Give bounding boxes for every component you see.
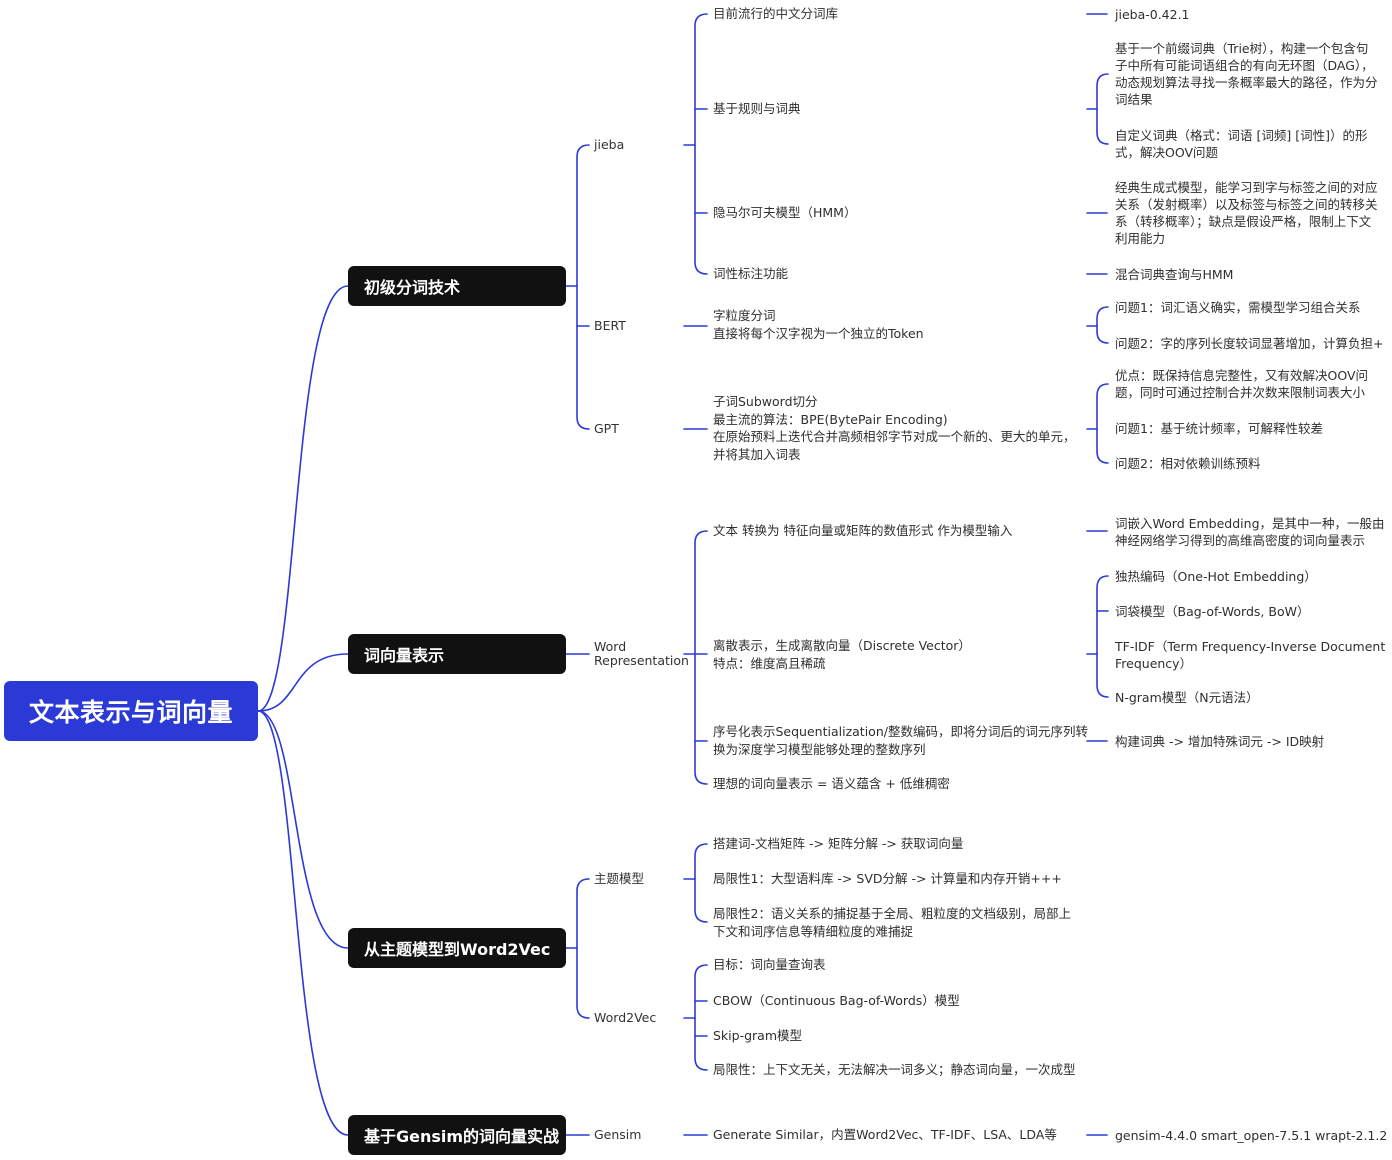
item-w2v-cbow[interactable]: CBOW（Continuous Bag-of-Words）模型 — [713, 993, 960, 1008]
note-gpt-issue1[interactable]: 问题1：基于统计频率，可解释性较差 — [1115, 421, 1323, 436]
link-discrete-bracket — [1096, 575, 1109, 698]
note-word-embedding[interactable]: 词嵌入Word Embedding，是其中一种，一般由 神经网络学习得到的高维高… — [1115, 515, 1385, 549]
item-line: 直接将每个汉字视为一个独立的Token — [713, 325, 924, 341]
item-text-to-vector[interactable]: 文本 转换为 特征向量或矩阵的数值形式 作为模型输入 — [713, 523, 1013, 538]
topic-node-gensim[interactable]: 基于Gensim的词向量实战 — [348, 1115, 566, 1155]
topic-node-word-vectors[interactable]: 词向量表示 — [348, 634, 566, 674]
topic-node-tokenization[interactable]: 初级分词技术 — [348, 266, 566, 306]
item-topic-limit2[interactable]: 局限性2：语义关系的捕捉基于全局、粗粒度的文档级别，局部上 下文和词序信息等精细… — [713, 905, 1071, 940]
item-line: 局限性2：语义关系的捕捉基于全局、粗粒度的文档级别，局部上 — [713, 906, 1071, 921]
link-topicmodel-bracket — [694, 843, 708, 923]
link-wr-bracket — [694, 530, 708, 785]
note-line: 系（转移概率）；缺点是假设严格，限制上下文 — [1115, 214, 1372, 229]
subtopic-topic-model[interactable]: 主题模型 — [594, 871, 645, 886]
link-root-tokenization — [257, 285, 349, 712]
item-line: 下文和词序信息等精细粒度的难捕捉 — [713, 923, 914, 939]
item-jieba-pos[interactable]: 词性标注功能 — [713, 266, 789, 281]
item-jieba-mainstream[interactable]: 目前流行的中文分词库 — [713, 6, 839, 21]
note-line: 式，解决OOV问题 — [1115, 145, 1219, 160]
subtopic-word2vec[interactable]: Word2Vec — [594, 1010, 657, 1025]
note-jieba-hmm[interactable]: 经典生成式模型，能学习到字与标签之间的对应 关系（发射概率）以及标签与标签之间的… — [1115, 179, 1378, 247]
link-w2v-bracket — [694, 964, 708, 1071]
root-node[interactable]: 文本表示与词向量 — [4, 681, 258, 741]
item-line: 特点：维度高且稀疏 — [713, 655, 826, 671]
link-topic-bracket — [576, 878, 590, 1019]
subtopic-word-representation[interactable]: Word Representation — [594, 640, 689, 668]
note-jieba-pos[interactable]: 混合词典查询与HMM — [1115, 267, 1234, 282]
note-gensim-version[interactable]: gensim-4.4.0 smart_open-7.5.1 wrapt-2.1.… — [1115, 1128, 1388, 1143]
note-line: 子中所有可能词语组合的有向无环图（DAG）， — [1115, 58, 1374, 73]
link-root-wordvec — [257, 653, 349, 712]
link-bert-bracket — [1096, 306, 1109, 344]
note-line: 题，同时可通过控制合并次数来限制词表大小 — [1115, 385, 1366, 400]
subtopic-bert[interactable]: BERT — [594, 318, 626, 333]
item-jieba-rule-dict[interactable]: 基于规则与词典 — [713, 101, 801, 116]
note-line: 自定义词典（格式：词语 [词频] [词性]）的形 — [1115, 128, 1368, 143]
link-gpt-bracket — [1096, 383, 1109, 464]
subtopic-gensim[interactable]: Gensim — [594, 1127, 642, 1142]
item-line: 在原始预料上迭代合并高频相邻字节对成一个新的、更大的单元， — [713, 429, 1076, 444]
item-jieba-hmm[interactable]: 隐马尔可夫模型（HMM） — [713, 205, 857, 220]
item-line: 字粒度分词 — [713, 308, 776, 323]
item-line: 换为深度学习模型能够处理的整数序列 — [713, 741, 926, 757]
note-jieba-trie-dag[interactable]: 基于一个前缀词典（Trie树），构建一个包含句 子中所有可能词语组合的有向无环图… — [1115, 40, 1378, 108]
item-line: 序号化表示Sequentialization/整数编码，即将分词后的词元序列转 — [713, 724, 1088, 739]
note-gpt-issue2[interactable]: 问题2：相对依赖训练预料 — [1115, 456, 1261, 471]
link-jieba-bracket — [694, 13, 708, 275]
note-line: 经典生成式模型，能学习到字与标签之间的对应 — [1115, 180, 1378, 195]
note-line: 神经网络学习得到的高维高密度的词向量表示 — [1115, 533, 1366, 548]
subtopic-jieba[interactable]: jieba — [594, 137, 625, 152]
sub-line: Word — [594, 639, 627, 654]
note-line: 优点：既保持信息完整性，又有效解决OOV问 — [1115, 368, 1369, 383]
topic-node-topic-to-word2vec[interactable]: 从主题模型到Word2Vec — [348, 928, 566, 968]
note-line: 关系（发射概率）以及标签与标签之间的转移关 — [1115, 197, 1378, 212]
note-line: 词嵌入Word Embedding，是其中一种，一般由 — [1115, 516, 1385, 531]
note-jieba-version[interactable]: jieba-0.42.1 — [1115, 7, 1190, 22]
note-line: 基于一个前缀词典（Trie树），构建一个包含句 — [1115, 41, 1369, 56]
note-line: TF-IDF（Term Frequency-Inverse Document — [1115, 639, 1386, 654]
note-bag-of-words[interactable]: 词袋模型（Bag-of-Words, BoW） — [1115, 604, 1310, 619]
note-line: 动态规划算法寻找一条概率最大的路径，作为分 — [1115, 75, 1378, 90]
item-topic-matrix[interactable]: 搭建词-文档矩阵 -> 矩阵分解 -> 获取词向量 — [713, 836, 964, 851]
note-gpt-pro[interactable]: 优点：既保持信息完整性，又有效解决OOV问 题，同时可通过控制合并次数来限制词表… — [1115, 367, 1368, 401]
item-line: 离散表示，生成离散向量（Discrete Vector） — [713, 638, 971, 653]
note-tf-idf[interactable]: TF-IDF（Term Frequency-Inverse Document F… — [1115, 638, 1385, 672]
item-line: 子词Subword切分 — [713, 394, 818, 409]
item-gensim-desc[interactable]: Generate Similar，内置Word2Vec、TF-IDF、LSA、L… — [713, 1127, 1057, 1142]
item-discrete-representation[interactable]: 离散表示，生成离散向量（Discrete Vector） 特点：维度高且稀疏 — [713, 637, 971, 672]
link-root-topic — [257, 710, 349, 949]
subtopic-gpt[interactable]: GPT — [594, 421, 619, 436]
item-line: 最主流的算法：BPE(BytePair Encoding) — [713, 411, 948, 427]
note-build-vocab[interactable]: 构建词典 -> 增加特殊词元 -> ID映射 — [1115, 734, 1325, 749]
item-w2v-limit[interactable]: 局限性：上下文无关，无法解决一词多义；静态词向量，一次成型 — [713, 1062, 1076, 1077]
link-rule-bracket — [1096, 73, 1109, 145]
note-line: 词结果 — [1115, 92, 1153, 107]
note-one-hot[interactable]: 独热编码（One-Hot Embedding） — [1115, 569, 1317, 584]
note-line: 利用能力 — [1115, 231, 1166, 246]
item-sequentialization[interactable]: 序号化表示Sequentialization/整数编码，即将分词后的词元序列转 … — [713, 723, 1088, 758]
link-root-gensim — [257, 710, 349, 1136]
note-n-gram[interactable]: N-gram模型（N元语法） — [1115, 690, 1259, 705]
item-w2v-skipgram[interactable]: Skip-gram模型 — [713, 1028, 803, 1043]
item-line: 并将其加入词表 — [713, 446, 801, 462]
item-bert-char-level[interactable]: 字粒度分词 直接将每个汉字视为一个独立的Token — [713, 307, 924, 342]
item-ideal-representation[interactable]: 理想的词向量表示 = 语义蕴含 + 低维稠密 — [713, 776, 950, 791]
link-tok-bracket — [576, 144, 590, 430]
note-line: Frequency） — [1115, 656, 1193, 671]
item-topic-limit1[interactable]: 局限性1：大型语料库 -> SVD分解 -> 计算量和内存开销+++ — [713, 871, 1062, 886]
note-bert-issue1[interactable]: 问题1：词汇语义确实，需模型学习组合关系 — [1115, 300, 1361, 315]
note-bert-issue2[interactable]: 问题2：字的序列长度较词显著增加，计算负担+ — [1115, 336, 1384, 351]
item-w2v-goal[interactable]: 目标：词向量查询表 — [713, 957, 826, 972]
sub-line: Representation — [594, 653, 689, 668]
item-gpt-subword[interactable]: 子词Subword切分 最主流的算法：BPE(BytePair Encoding… — [713, 393, 1076, 463]
note-jieba-custom-dict[interactable]: 自定义词典（格式：词语 [词频] [词性]）的形 式，解决OOV问题 — [1115, 127, 1367, 161]
